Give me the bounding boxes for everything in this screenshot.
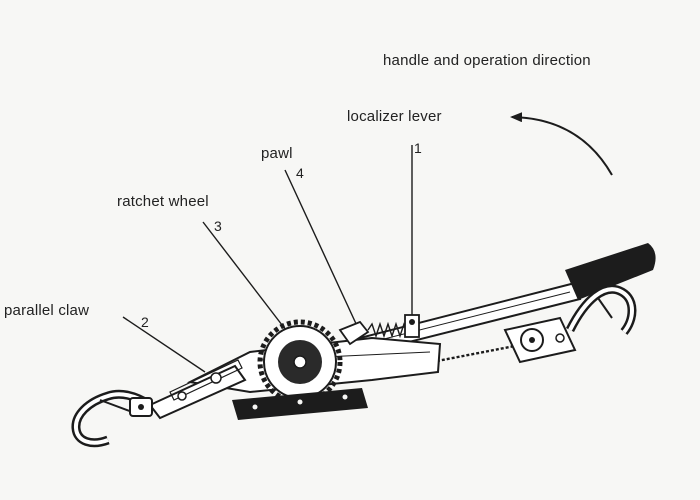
ratchet-wheel [257, 319, 343, 405]
cable [431, 343, 521, 364]
pulley-block [503, 316, 577, 364]
label-parallel-claw: parallel claw [4, 302, 90, 319]
callout-number-4: 4 [296, 165, 304, 181]
leader-line-pawl [284, 169, 359, 329]
label-handle-operation-direction: handle and operation direction [383, 52, 591, 69]
leader-lines [122, 145, 413, 373]
left-hook [71, 389, 153, 448]
label-ratchet-wheel: ratchet wheel [117, 193, 209, 210]
localizer-lever [404, 314, 420, 338]
callout-number-1: 1 [414, 140, 422, 156]
right-hook [565, 284, 637, 335]
handle-grip [565, 243, 656, 300]
parallel-claw [148, 359, 247, 420]
leader-line-parallel-claw [122, 316, 206, 373]
callout-number-3: 3 [214, 218, 222, 234]
leader-line-ratchet-wheel [202, 221, 293, 339]
bottom-bar [232, 388, 368, 420]
pawl [338, 320, 370, 346]
callout-number-2: 2 [141, 314, 149, 330]
label-pawl: pawl [261, 145, 293, 162]
spring [367, 321, 409, 339]
label-localizer-lever: localizer lever [347, 108, 442, 125]
direction-arrow [510, 112, 613, 176]
